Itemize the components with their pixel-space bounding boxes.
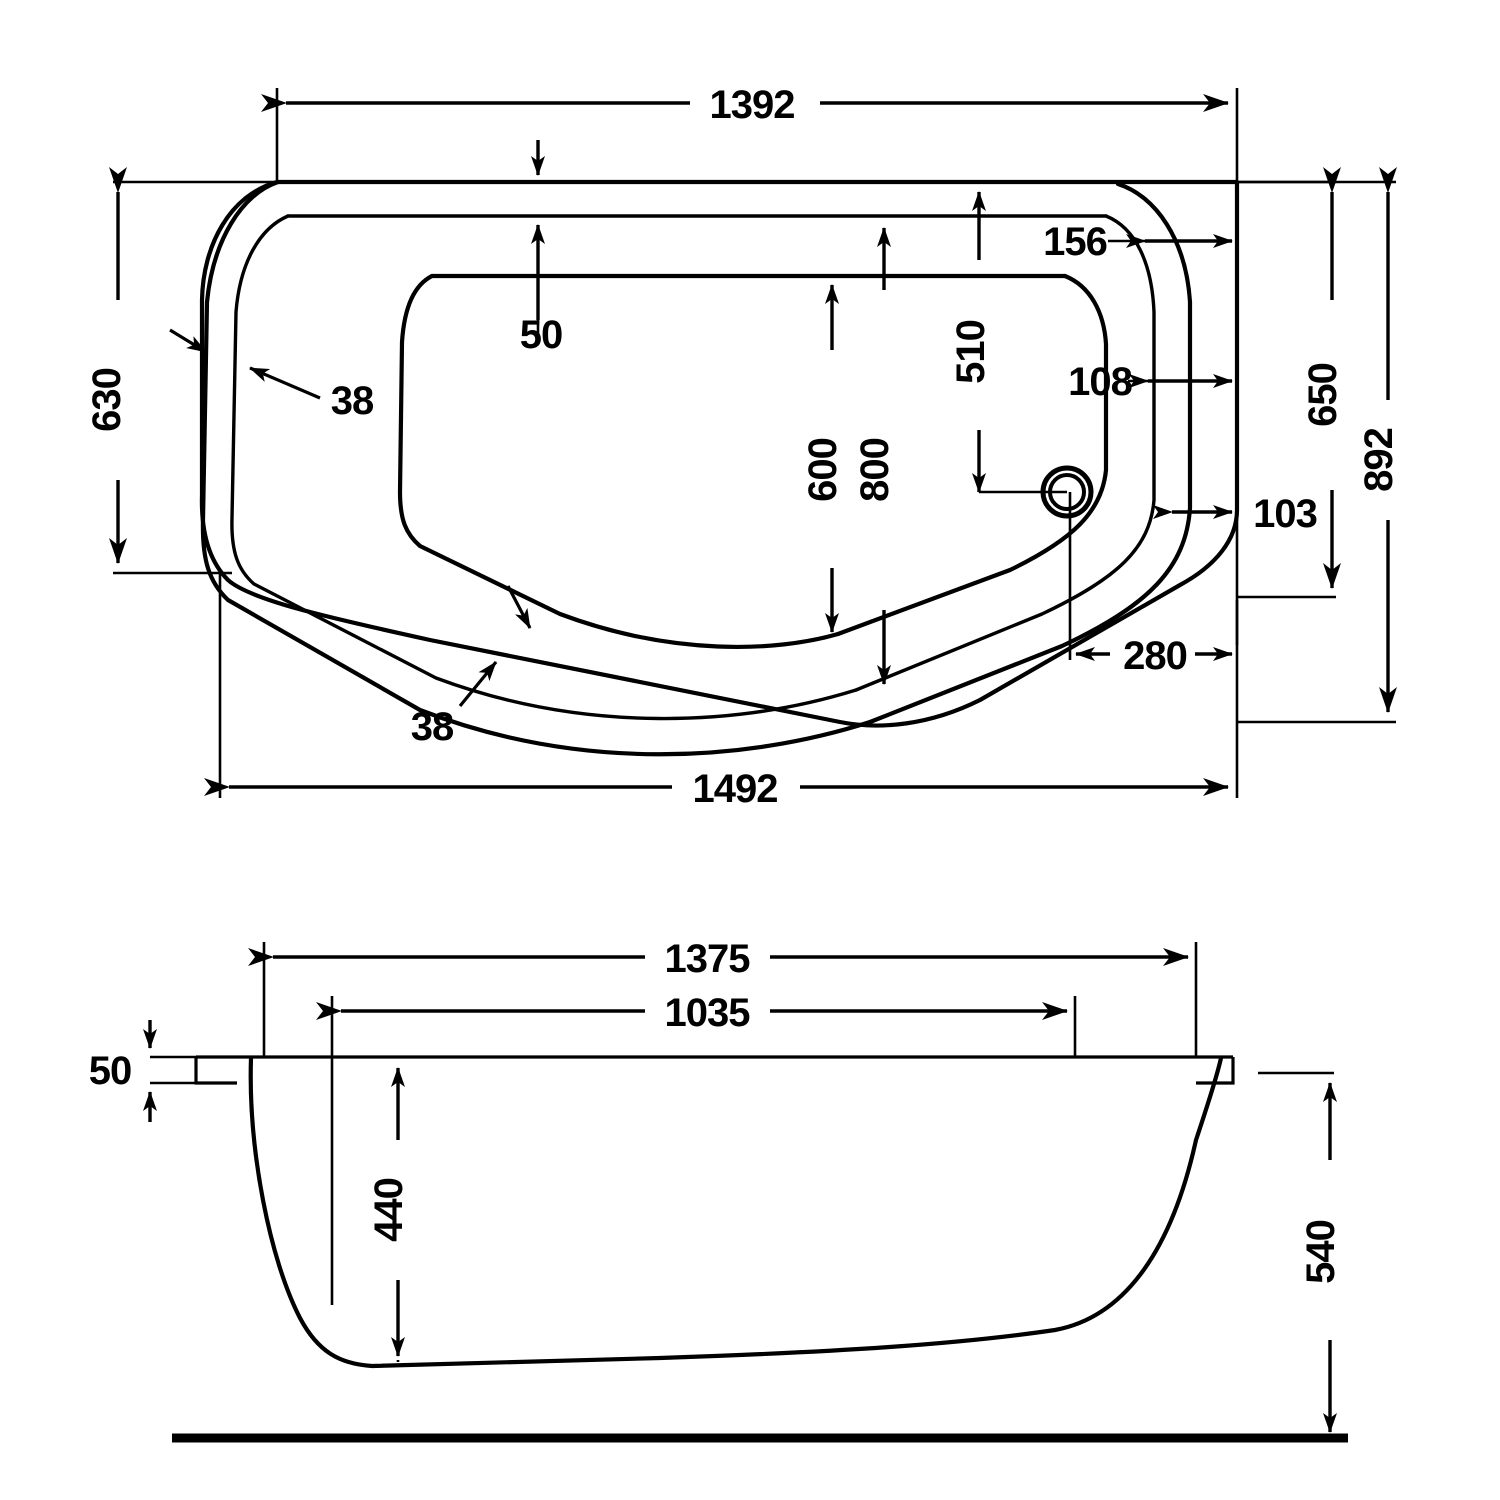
dim-38-bottom-label: 38 bbox=[411, 705, 454, 749]
plan-bowl-left bbox=[397, 273, 841, 649]
dim-650-label: 650 bbox=[1301, 363, 1345, 427]
dim-280: 280 bbox=[1068, 492, 1239, 700]
dim-892: 892 bbox=[1237, 167, 1401, 724]
dim-440-label: 440 bbox=[367, 1178, 411, 1242]
elev-right-rim-tab bbox=[1196, 1057, 1235, 1085]
dim-50-plan-label: 50 bbox=[520, 313, 563, 357]
dim-440: 440 bbox=[330, 1057, 411, 1362]
leader-38-bottom: 38 bbox=[411, 585, 532, 749]
plan-bowl-right bbox=[835, 273, 1109, 637]
dim-156: 156 bbox=[1043, 220, 1233, 264]
dim-103: 103 bbox=[1153, 492, 1318, 536]
elev-left-rim-tab bbox=[194, 1057, 237, 1085]
dim-50-elev: 50 bbox=[89, 1020, 198, 1122]
leader-38-top: 38 bbox=[169, 328, 375, 423]
dim-1492: 1492 bbox=[204, 573, 1239, 811]
plan-inner-rim-left bbox=[230, 214, 858, 721]
elev-bath-profile bbox=[248, 1055, 1224, 1369]
dim-540: 540 bbox=[1258, 1071, 1343, 1433]
dim-1492-label: 1492 bbox=[693, 767, 778, 811]
dim-1375: 1375 bbox=[248, 937, 1198, 1057]
dim-1392-label: 1392 bbox=[710, 83, 795, 127]
dim-630-label: 630 bbox=[85, 368, 129, 432]
plan-outer-rim-outline bbox=[199, 179, 1240, 728]
dim-630: 630 bbox=[85, 167, 280, 575]
dim-1375-label: 1375 bbox=[665, 937, 751, 981]
dim-800-label: 800 bbox=[853, 438, 897, 502]
dim-510: 510 bbox=[949, 191, 1067, 494]
plan-outer-left-and-bottom bbox=[200, 179, 873, 757]
dim-50-elev-label: 50 bbox=[89, 1049, 132, 1093]
dim-600-label: 600 bbox=[801, 438, 845, 502]
dim-510-label: 510 bbox=[949, 320, 993, 384]
dim-600: 600 bbox=[801, 284, 845, 633]
dim-540-label: 540 bbox=[1299, 1220, 1343, 1284]
dim-1392: 1392 bbox=[261, 83, 1239, 182]
dim-800: 800 bbox=[853, 227, 897, 685]
dim-108-label: 108 bbox=[1068, 360, 1132, 404]
dim-156-label: 156 bbox=[1043, 220, 1107, 264]
dim-280-label: 280 bbox=[1123, 634, 1187, 678]
elevation-view: 1375 1035 50 bbox=[89, 937, 1348, 1443]
dim-1035: 1035 bbox=[316, 991, 1077, 1057]
plan-view: 1392 50 630 38 bbox=[85, 83, 1401, 811]
dim-50-plan: 50 bbox=[520, 140, 563, 357]
dim-892-label: 892 bbox=[1357, 428, 1401, 492]
dim-1035-label: 1035 bbox=[665, 991, 751, 1035]
dim-38-top-label: 38 bbox=[331, 379, 374, 423]
dim-108: 108 bbox=[1068, 360, 1233, 404]
dim-103-label: 103 bbox=[1253, 492, 1317, 536]
